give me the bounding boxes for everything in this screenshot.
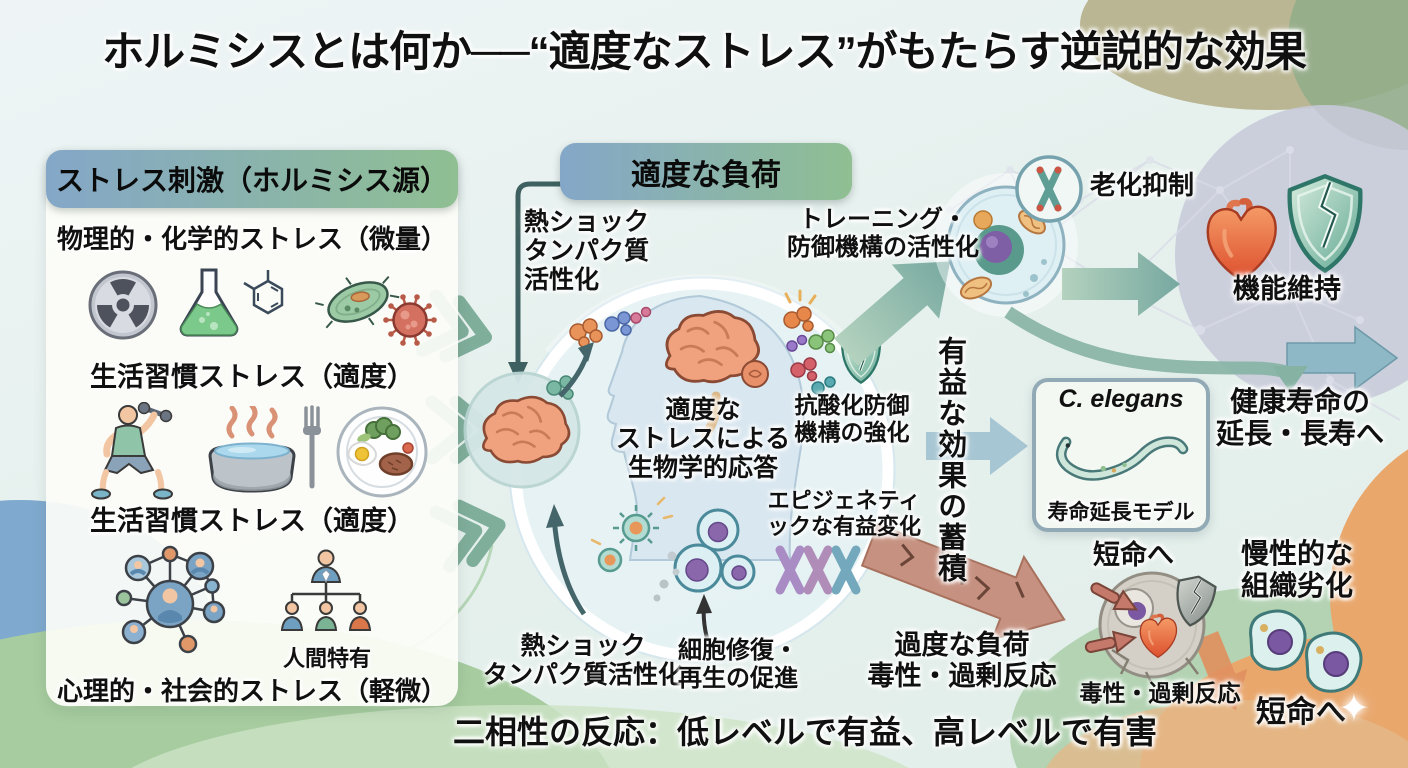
healthy-lifespan-label: 健康寿命の 延長・長寿へ (1215, 386, 1384, 450)
protein-blobs (546, 289, 836, 400)
damaged-cell-icon (1084, 571, 1219, 685)
stress-panel-header: ストレス刺激（ホルミシス源） (46, 150, 458, 208)
hot-bath-icon (196, 406, 308, 498)
internal-arrows (546, 342, 714, 655)
aging-suppression-label: 老化抑制 (1089, 170, 1194, 200)
social-network-icon (112, 542, 232, 660)
toxicity-label: 毒性・過剰反応 (1079, 680, 1241, 706)
hsp-activation-bottom-label: 熱ショック タンパク質活性化 (482, 632, 683, 689)
worm-icon (1055, 436, 1189, 482)
bio-response-label: 適度な ストレスによる 生物学的応答 (615, 396, 791, 482)
moderate-load-pill: 適度な負荷 (560, 143, 852, 200)
microbe-virus-icon (310, 264, 438, 352)
beneficial-accumulation-label: 有益な効果の蓄積 (933, 336, 966, 584)
stress-panel-header-label: ストレス刺激（ホルミシス源） (55, 165, 448, 196)
healthy-cell-icon (934, 155, 1083, 317)
cell-cluster-icon (667, 508, 756, 593)
overload-label: 過度な負荷 毒性・過剰反応 (867, 630, 1057, 692)
org-hierarchy-icon (270, 548, 382, 646)
lifestyle-stress-label-1: 生活習慣ストレス（適度） (90, 362, 414, 392)
moderate-load-label: 適度な負荷 (631, 158, 781, 192)
epigenetic-label: エピジェネティ ックな有益変化 (766, 488, 921, 539)
psych-stress-label: 心理的・社会的ストレス（軽微） (56, 676, 447, 706)
degraded-cells-icon (1249, 609, 1363, 693)
hsp-activation-top-label: 熱ショック タンパク質 活性化 (524, 208, 650, 294)
page-title: ホルミシスとは何か──“適度なストレス”がもたらす逆説的な効果 (102, 28, 1307, 75)
arrow-to-maintenance (1062, 252, 1180, 316)
antioxidant-label: 抗酸化防御 機構の強化 (794, 392, 910, 445)
arrow-to-cell (834, 261, 951, 366)
celegans-box: C. elegans 寿命延長モデル (1032, 378, 1210, 532)
function-maintenance-label: 機能維持 (1233, 274, 1341, 304)
short-life-top-label: 短命へ (1093, 540, 1174, 570)
brain-hub-icon (463, 371, 581, 489)
arrow-to-celegans (926, 417, 1028, 475)
chemical-flask-icon (172, 262, 290, 348)
human-specific-note: 人間特有 (282, 646, 371, 671)
celegans-title: C. elegans (1058, 385, 1184, 413)
toxicity-arrow (1193, 631, 1248, 711)
healthy-food-icon (296, 402, 436, 500)
short-life-bottom-label: 短命へ (1256, 696, 1346, 729)
glowing-cells-icon (590, 496, 674, 602)
sparkle-icon: ✦ (1338, 688, 1370, 730)
biphasic-footer-label: 二相性の反応：低レベルで有益、高レベルで有害 (452, 714, 1157, 750)
training-defense-label: トレーニング・ 防御機構の活性化 (787, 206, 979, 261)
overload-arrow (860, 523, 1066, 641)
lifestyle-stress-label-2: 生活習慣ストレス（適度） (90, 506, 414, 536)
exercise-icon (88, 402, 180, 502)
arrow-to-lifespan (1004, 306, 1308, 392)
head-profile-icon (606, 294, 805, 561)
cell-repair-label: 細胞修復・ 再生の促進 (678, 637, 798, 692)
chronic-degradation-label: 慢性的な 組織劣化 (1240, 538, 1353, 602)
celegans-caption: 寿命延長モデル (1047, 500, 1195, 524)
radiation-icon (86, 268, 160, 342)
chromosome-icons (775, 545, 861, 595)
physical-stress-label: 物理的・化学的ストレス（微量） (56, 224, 447, 254)
